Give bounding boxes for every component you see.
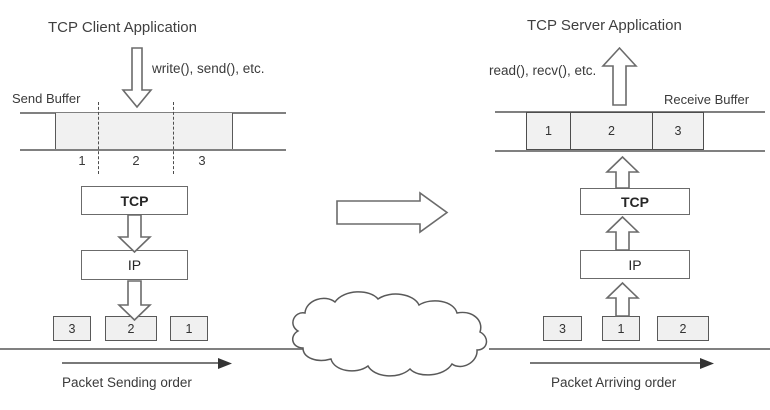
server-wire-to-ip-arrow: [605, 281, 640, 317]
client-ip-to-wire-arrow: [117, 280, 152, 322]
receive-buffer-cell: 2: [570, 112, 653, 150]
receive-buffer-label: Receive Buffer: [664, 92, 750, 107]
send-buffer-divider-2: [173, 102, 174, 174]
receive-buffer-cell: 3: [652, 112, 704, 150]
server-tcp-box: TCP: [580, 188, 690, 215]
server-network-wire: [489, 348, 770, 350]
send-buffer-filled-region: [55, 113, 233, 149]
packet-sending-order-label: Packet Sending order: [62, 375, 192, 390]
receive-buffer-cell: 1: [526, 112, 571, 150]
client-api-calls-label: write(), send(), etc.: [152, 61, 265, 76]
flow-direction-arrow: [336, 191, 449, 234]
send-buffer-segment-number: 2: [132, 153, 140, 168]
sending-packet: 2: [105, 316, 157, 341]
sending-order-arrow-head: [218, 358, 232, 369]
sending-packet: 1: [170, 316, 208, 341]
client-ip-box: IP: [81, 250, 188, 280]
arriving-order-arrow-head: [700, 358, 714, 369]
client-application-title: TCP Client Application: [48, 19, 197, 36]
arriving-packet: 3: [543, 316, 582, 341]
server-buffer-up-arrow: [605, 155, 640, 189]
server-ip-to-tcp-arrow: [605, 215, 640, 251]
receive-buffer-bottom-line: [495, 150, 765, 152]
packet-arriving-order-label: Packet Arriving order: [551, 375, 677, 390]
send-buffer-segment-number: 3: [198, 153, 206, 168]
client-tcp-to-ip-arrow: [117, 214, 152, 254]
send-buffer-divider-1: [98, 102, 99, 174]
server-application-title: TCP Server Application: [527, 17, 682, 34]
server-ip-box: IP: [580, 250, 690, 279]
arriving-packet: 1: [602, 316, 640, 341]
server-read-up-arrow: [601, 46, 638, 106]
client-write-down-arrow: [121, 47, 153, 109]
client-network-wire: [0, 348, 305, 350]
sending-packet: 3: [53, 316, 91, 341]
server-api-calls-label: read(), recv(), etc.: [489, 63, 597, 78]
arriving-packet: 2: [657, 316, 709, 341]
send-buffer-label: Send Buffer: [12, 91, 81, 106]
network-cloud: [291, 291, 488, 377]
send-buffer-segment-number: 1: [78, 153, 86, 168]
client-tcp-box: TCP: [81, 186, 188, 215]
send-buffer-bottom-line: [20, 149, 286, 151]
